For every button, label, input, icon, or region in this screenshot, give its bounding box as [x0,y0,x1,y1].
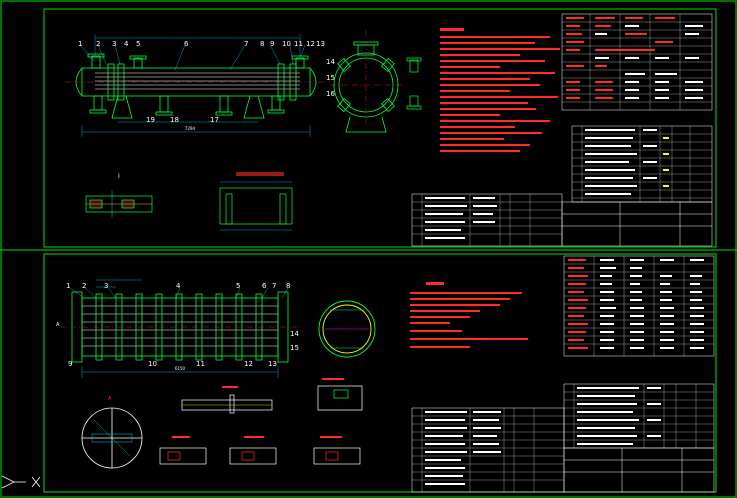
bottom-part-number: 10 [148,360,157,368]
bottom-part-number: 1 [66,282,71,290]
bottom-view-a-label: A [108,396,112,402]
bottom-part-number: 6 [262,282,267,290]
top-title-block [561,201,713,247]
top-part-number: 14 [326,58,335,66]
bottom-title-block [563,447,715,493]
x-mark-icon [31,476,41,488]
bottom-bundle-dimensions [69,279,289,378]
top-part-number: 17 [210,116,219,124]
bottom-technical-notes [410,282,528,348]
top-nozzle-details [406,57,422,110]
bottom-parts-list-left [411,407,565,493]
top-dimension-length: 7294 [185,126,196,131]
bottom-tube-bundle [60,291,300,363]
top-nozzle-table [571,125,713,203]
bottom-part-number: 11 [196,360,205,368]
top-part-number: 15 [326,74,335,82]
top-part-number: 9 [270,40,275,48]
top-part-number: 8 [260,40,265,48]
bottom-part-number: 15 [290,344,299,352]
top-part-number: 11 [294,40,303,48]
top-part-number: 7 [244,40,249,48]
top-part-number: 19 [146,116,155,124]
top-part-number: 6 [184,40,189,48]
bottom-part-number: 12 [244,360,253,368]
bottom-part-number: 4 [176,282,181,290]
top-elevation-dimensions [79,34,311,137]
top-part-number: 2 [96,40,101,48]
bottom-data-table [563,255,715,357]
bottom-part-number: 5 [236,282,241,290]
top-part-number: 10 [282,40,291,48]
bottom-part-number: 13 [268,360,277,368]
bottom-part-number: 2 [82,282,87,290]
bottom-section-label: A [56,322,60,328]
bottom-small-details [159,385,363,465]
top-end-view [330,30,402,133]
top-part-number: 3 [112,40,117,48]
top-detail-a [219,172,293,231]
bottom-part-number: 14 [290,330,299,338]
top-part-number: 12 [306,40,315,48]
top-detail-i-label: I [118,173,120,180]
top-part-number: 1 [78,40,83,48]
top-detail-i [85,190,153,218]
bottom-section-view [318,300,376,358]
ucs-arrow-icon [1,475,26,489]
bottom-part-number: 3 [104,282,109,290]
top-part-number: 4 [124,40,129,48]
top-part-number: 16 [326,90,335,98]
bottom-view-a [81,407,143,469]
top-part-number: 18 [170,116,179,124]
bottom-parts-list-right [563,383,715,449]
bottom-part-number: 9 [68,360,73,368]
bottom-dimension-length: 6150 [175,366,186,371]
bottom-part-number: 8 [286,282,291,290]
top-part-number: 5 [136,40,141,48]
top-parts-list-table [411,193,563,247]
top-design-data-table [561,13,713,111]
top-technical-notes [440,28,560,152]
top-exchanger-elevation [65,53,330,119]
bottom-part-number: 7 [272,282,277,290]
bottom-detail-titles [172,378,344,438]
top-part-number: 13 [316,40,325,48]
